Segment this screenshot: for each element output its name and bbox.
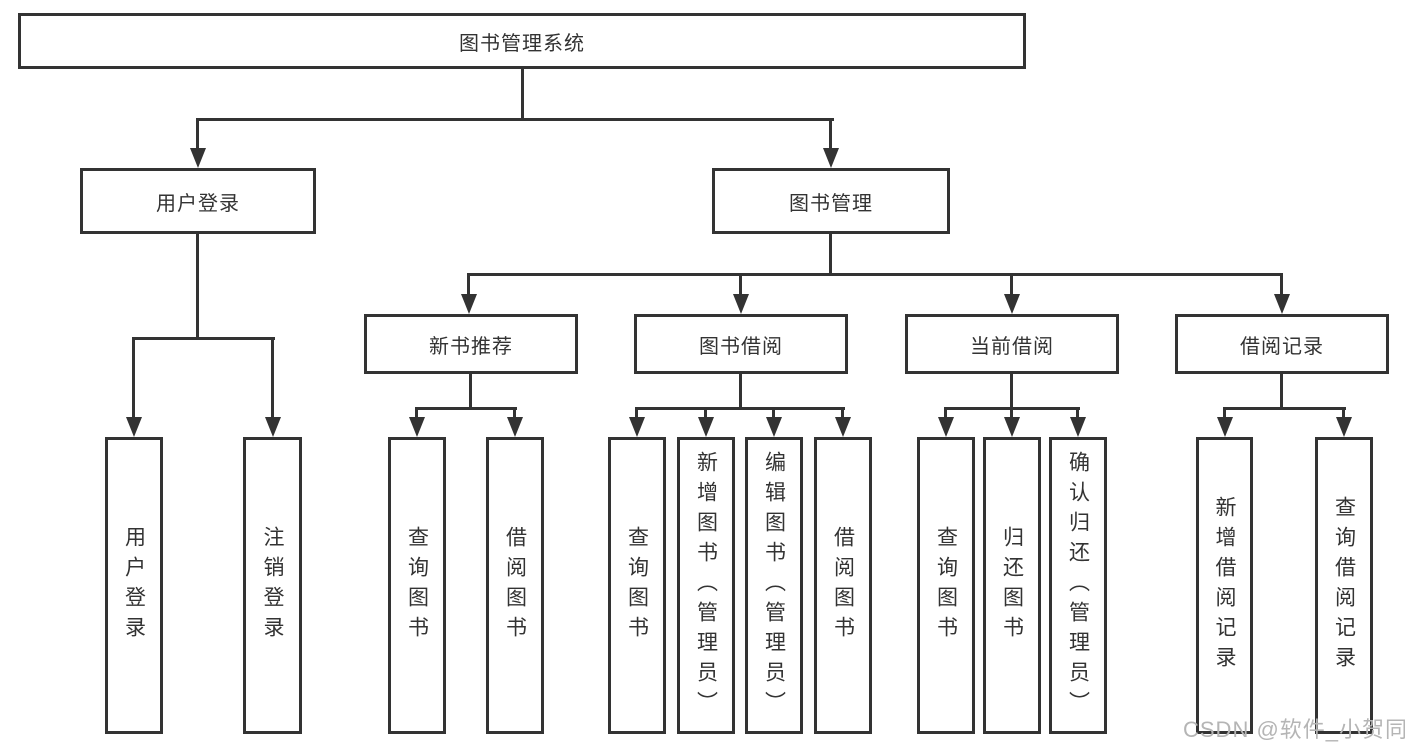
arrow-shaft-borrow-edit xyxy=(772,407,775,417)
arrow-head-borrow-add xyxy=(698,417,714,437)
arrow-head-leaf-logout xyxy=(265,417,281,437)
arrow-shaft-book-borrowing xyxy=(739,273,742,294)
arrow-head-newrec-query xyxy=(409,417,425,437)
arrow-shaft-borrow-add xyxy=(704,407,707,417)
arrow-shaft-leaf-user-login xyxy=(132,337,135,417)
node-user-login: 用户登录 xyxy=(80,168,316,234)
leaf-borrow-query-books: 查询图书 xyxy=(608,437,666,734)
arrow-shaft-current-borrowing xyxy=(1010,273,1013,294)
node-book-management: 图书管理 xyxy=(712,168,950,234)
leaf-user-login: 用户登录 xyxy=(105,437,163,734)
arrow-head-borrow-edit xyxy=(766,417,782,437)
connector-new-book-stem xyxy=(469,374,472,407)
leaf-records-add-record: 新增借阅记录 xyxy=(1196,437,1253,734)
arrow-head-newrec-borrow xyxy=(507,417,523,437)
arrow-head-records-add xyxy=(1217,417,1233,437)
arrow-shaft-new-book-recommend xyxy=(467,273,470,294)
arrow-shaft-leaf-logout xyxy=(271,337,274,417)
arrow-shaft-records-query xyxy=(1342,407,1345,417)
arrow-head-current-query xyxy=(938,417,954,437)
leaf-newrec-query-books: 查询图书 xyxy=(388,437,446,734)
arrow-head-current-return xyxy=(1004,417,1020,437)
leaf-borrow-borrow-books: 借阅图书 xyxy=(814,437,872,734)
arrow-shaft-records-add xyxy=(1223,407,1226,417)
connector-book-management-stem xyxy=(829,234,832,273)
arrow-shaft-current-confirm xyxy=(1076,407,1079,417)
connector-records-rail xyxy=(1223,407,1346,410)
connector-new-book-rail xyxy=(415,407,517,410)
node-library-system-root: 图书管理系统 xyxy=(18,13,1026,69)
leaf-current-query-books: 查询图书 xyxy=(917,437,975,734)
arrow-shaft-user-login xyxy=(196,118,199,148)
arrow-head-borrowing-records xyxy=(1274,294,1290,314)
leaf-records-query-record: 查询借阅记录 xyxy=(1315,437,1373,734)
leaf-current-confirm-return-admin: 确认归还（管理员） xyxy=(1049,437,1107,734)
arrow-head-book-borrowing xyxy=(733,294,749,314)
connector-borrowing-rail xyxy=(635,407,845,410)
leaf-borrow-add-books-admin: 新增图书（管理员） xyxy=(677,437,735,734)
connector-level2-rail xyxy=(196,118,834,121)
arrow-head-leaf-user-login xyxy=(126,417,142,437)
arrow-head-records-query xyxy=(1336,417,1352,437)
connector-root-stem xyxy=(521,69,524,118)
arrow-head-borrow-query xyxy=(629,417,645,437)
arrow-head-borrow-borrow xyxy=(835,417,851,437)
node-borrowing-records: 借阅记录 xyxy=(1175,314,1389,374)
arrow-shaft-borrowing-records xyxy=(1280,273,1283,294)
arrow-head-book-management xyxy=(823,148,839,168)
arrow-shaft-borrow-query xyxy=(635,407,638,417)
arrow-shaft-newrec-borrow xyxy=(513,407,516,417)
leaf-newrec-borrow-books: 借阅图书 xyxy=(486,437,544,734)
arrow-shaft-current-query xyxy=(944,407,947,417)
arrow-head-user-login xyxy=(190,148,206,168)
arrow-head-current-confirm xyxy=(1070,417,1086,437)
arrow-head-new-book-recommend xyxy=(461,294,477,314)
connector-user-login-rail xyxy=(132,337,275,340)
arrow-shaft-newrec-query xyxy=(415,407,418,417)
arrow-shaft-borrow-borrow xyxy=(841,407,844,417)
connector-level3-rail xyxy=(467,273,1283,276)
arrow-shaft-book-management xyxy=(829,118,832,148)
arrow-shaft-current-return xyxy=(1010,407,1013,417)
arrow-head-current-borrowing xyxy=(1004,294,1020,314)
node-current-borrowing: 当前借阅 xyxy=(905,314,1119,374)
node-book-borrowing: 图书借阅 xyxy=(634,314,848,374)
node-new-book-recommend: 新书推荐 xyxy=(364,314,578,374)
connector-records-stem xyxy=(1280,374,1283,407)
leaf-logout: 注销登录 xyxy=(243,437,302,734)
connector-current-stem xyxy=(1010,374,1013,407)
csdn-watermark: CSDN @软件_小贺同学 xyxy=(1183,717,1405,742)
connector-borrowing-stem xyxy=(739,374,742,407)
leaf-borrow-edit-books-admin: 编辑图书（管理员） xyxy=(745,437,803,734)
connector-user-login-stem xyxy=(196,234,199,337)
leaf-current-return-books: 归还图书 xyxy=(983,437,1041,734)
